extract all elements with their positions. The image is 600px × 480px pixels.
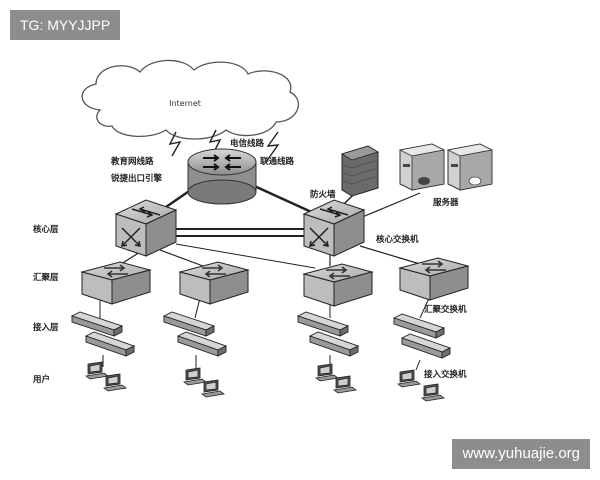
layer-label-core: 核心层 bbox=[33, 224, 59, 235]
label-servers: 服务器 bbox=[433, 197, 459, 208]
label-edu-line: 教育网线路 bbox=[110, 156, 154, 167]
pc-icon bbox=[201, 379, 225, 398]
link-core-right-agg4 bbox=[359, 245, 421, 265]
aggregation-switch-4 bbox=[398, 257, 470, 301]
pc-icon bbox=[333, 375, 357, 394]
pc-icon bbox=[103, 373, 127, 392]
link-agg2-access bbox=[194, 297, 201, 319]
label-telecom-line: 电信线路 bbox=[230, 138, 265, 149]
user-computers bbox=[85, 361, 445, 402]
pc-icon bbox=[421, 383, 445, 402]
link-core-left-agg3 bbox=[175, 243, 316, 269]
link-core-left-agg2 bbox=[159, 249, 204, 267]
label-access-switch: 接入交换机 bbox=[424, 369, 467, 380]
watermark-bottom-right: www.yuhuajie.org bbox=[452, 439, 590, 469]
pc-icon bbox=[183, 367, 207, 386]
core-switch-left bbox=[114, 199, 178, 257]
lightning-bolt-icon bbox=[168, 131, 182, 157]
internet-cloud: Internet bbox=[81, 59, 300, 140]
label-ruijie-engine: 锐捷出口引擎 bbox=[111, 173, 163, 184]
server-icon bbox=[398, 143, 446, 191]
access-switch-group-2 bbox=[162, 311, 228, 357]
router-arrows-icon bbox=[203, 154, 241, 171]
network-links bbox=[99, 183, 431, 371]
internet-label: Internet bbox=[169, 99, 201, 108]
layer-label-access: 接入层 bbox=[33, 322, 59, 333]
link-router-core-right bbox=[251, 183, 319, 217]
label-unicom-line: 联通线路 bbox=[260, 156, 295, 167]
layer-label-users: 用户 bbox=[32, 374, 50, 385]
lightning-bolt-icon bbox=[208, 129, 222, 153]
watermark-top-left: TG: MYYJJPP bbox=[10, 10, 121, 40]
aggregation-switch-2 bbox=[178, 261, 250, 305]
firewall-icon bbox=[341, 145, 379, 197]
server-icon bbox=[446, 143, 494, 191]
access-switch-group-4 bbox=[392, 313, 452, 359]
access-switches bbox=[70, 311, 452, 359]
label-agg-switch: 汇聚交换机 bbox=[424, 304, 467, 315]
label-core-switch: 核心交换机 bbox=[376, 234, 419, 245]
label-firewall: 防火墙 bbox=[310, 189, 336, 200]
pc-icon bbox=[85, 361, 109, 380]
link-servers-core bbox=[359, 192, 421, 219]
egress-router bbox=[187, 148, 257, 205]
access-switch-group-3 bbox=[296, 311, 360, 357]
link-access4-users bbox=[415, 359, 421, 371]
core-switch-right bbox=[302, 199, 366, 257]
lightning-bolt-icons bbox=[168, 129, 280, 163]
aggregation-switch-3 bbox=[302, 263, 374, 307]
layer-label-aggregation: 汇聚层 bbox=[33, 272, 59, 283]
lightning-bolt-icon bbox=[265, 131, 280, 163]
pc-icon bbox=[315, 363, 339, 382]
aggregation-switch-1 bbox=[80, 261, 152, 305]
access-switch-group-1 bbox=[70, 311, 136, 357]
pc-icon bbox=[397, 369, 421, 388]
